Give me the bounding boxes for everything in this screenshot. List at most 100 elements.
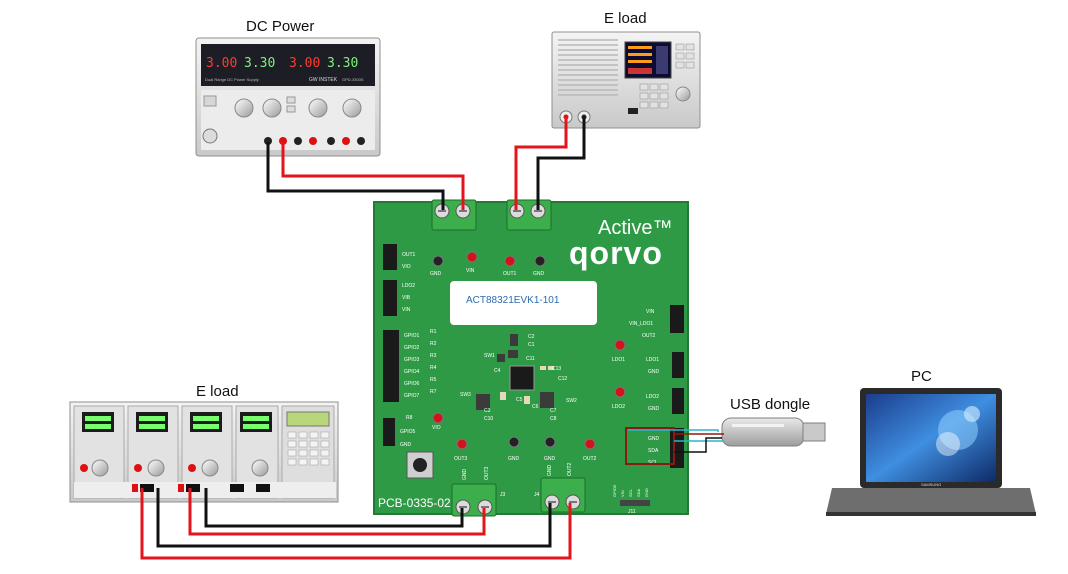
pc-laptop: SAMSUNG: [826, 388, 1036, 516]
wire-eload-top-black: [536, 117, 586, 210]
i2c-usb-link: [625, 427, 724, 465]
j3-label: J3: [500, 492, 506, 498]
pc-label: PC: [911, 368, 932, 385]
bottom-test-points: OUT3 GND GND OUT2: [454, 436, 597, 462]
gpio-res-3: R3: [430, 353, 437, 359]
gpio5-header: R8 GPIO5 GND: [383, 415, 416, 448]
top-test-points: GND VIN OUT1 GND: [430, 251, 546, 277]
left-hdr-vib: VIB: [402, 295, 411, 301]
left-hdr-vin: VIN: [402, 307, 411, 313]
gpio-label-3: GPIO3: [404, 357, 420, 363]
cap-c3: C3: [484, 408, 491, 414]
right-header-vin: VIN VIN_LDO1 OUT2: [629, 305, 684, 339]
wire-dc-red: [281, 142, 465, 210]
tp-gnd-4: GND: [544, 456, 556, 462]
j4-label: J4: [534, 492, 540, 498]
wire-out3-red: [188, 488, 486, 536]
power-display-1: 3.00: [206, 56, 237, 71]
tp-gnd-3: GND: [508, 456, 520, 462]
ldo2-hdr-gnd: GND: [648, 406, 660, 412]
input-terminal-block: [431, 199, 477, 231]
gpio-label-7: GPIO7: [404, 393, 420, 399]
wires: [140, 117, 586, 560]
tp-vio: VIO: [432, 425, 441, 431]
switch-1: SW1: [484, 353, 495, 359]
j11-pin-sda: SDA: [636, 488, 641, 497]
gpio5-gnd-label: GND: [400, 442, 412, 448]
i2c-gnd: GND: [648, 436, 660, 442]
i2c-sda: SDA: [648, 448, 659, 454]
gpio-res-7: R7: [430, 389, 437, 395]
power-model: GPD-3303S: [342, 77, 364, 82]
gpio-label-1: GPIO1: [404, 333, 420, 339]
cap-c10: C10: [484, 416, 493, 422]
j11-pin-vin: VIN: [620, 490, 625, 497]
cap-c11: C11: [526, 356, 535, 362]
j3-pin-gnd: GND: [462, 469, 468, 481]
ldo1-header: LDO1 GND: [646, 352, 684, 378]
left-header-top: OUT1 VIO: [383, 244, 416, 270]
wire-out2-black: [156, 488, 552, 548]
wire-dc-black: [266, 142, 445, 210]
cap-c13: C13: [552, 366, 561, 372]
ldo2-hdr-ldo2: LDO2: [646, 394, 659, 400]
ldo2-header: LDO2 GND: [646, 388, 684, 414]
gpio-header: GPIO1 GPIO2 GPIO3 GPIO4 GPIO6 GPIO7 R1 R…: [383, 329, 437, 402]
switch-3: SW3: [460, 392, 471, 398]
cap-c4: C4: [494, 368, 501, 374]
j11-pin-gpio5: GPIO5: [612, 484, 617, 497]
board-product-tag: Active™: [598, 217, 672, 239]
cap-c2: C2: [528, 334, 535, 340]
cap-c8: C8: [550, 416, 557, 422]
gpio-res-4: R4: [430, 365, 437, 371]
cap-c12: C12: [558, 376, 567, 382]
left-hdr-ldo2: LDO2: [402, 283, 415, 289]
cap-c7: C7: [550, 408, 557, 414]
left-hdr-out1: OUT1: [402, 252, 416, 258]
tp-out1: OUT1: [503, 271, 517, 277]
power-display-3: 3.00: [289, 56, 320, 71]
cap-c5: C5: [516, 397, 523, 403]
center-components: C2 C1 C11 C13 C12 C4 C5 C3 C6 C7 C10 C8: [476, 334, 567, 422]
wire-i2c-black: [674, 437, 722, 453]
power-panel-text: Dual Range DC Power Supply: [205, 77, 259, 82]
ldo1-hdr-gnd: GND: [648, 369, 660, 375]
e-load-top-label: E load: [604, 10, 647, 27]
board-part-number: ACT88321EVK1-101: [466, 295, 560, 306]
ldo1-hdr-ldo1: LDO1: [646, 357, 659, 363]
left-header-mid: LDO2 VIB VIN: [383, 280, 415, 316]
right-hdr-vin-ldo1: VIN_LDO1: [629, 321, 653, 327]
board-brand-logo: qorvo: [569, 235, 663, 271]
gpio-res-5: R5: [430, 377, 437, 383]
gpio-label-6: GPIO6: [404, 381, 420, 387]
gpio-label-4: GPIO4: [404, 369, 420, 375]
wire-eload-top-red: [514, 117, 568, 210]
e-load-left: [69, 401, 339, 503]
gpio-res-2: R2: [430, 341, 437, 347]
cap-c6: C6: [532, 404, 539, 410]
left-hdr-vio: VIO: [402, 264, 411, 270]
tp-ldo2: LDO2: [612, 404, 625, 410]
gpio-label-2: GPIO2: [404, 345, 420, 351]
usb-dongle: [721, 417, 826, 447]
out1-terminal-block: [506, 199, 552, 231]
dc-power-label: DC Power: [246, 18, 315, 35]
power-display-4: 3.30: [327, 56, 358, 71]
right-hdr-out2: OUT2: [642, 333, 656, 339]
tp-out2: OUT2: [583, 456, 597, 462]
j11-pin-scl: SCL: [628, 488, 633, 497]
tp-ldo1: LDO1: [612, 357, 625, 363]
usb-dongle-label: USB dongle: [730, 396, 811, 413]
right-hdr-vin: VIN: [646, 309, 655, 315]
tp-gnd-1: GND: [430, 271, 442, 277]
gpio5-label: GPIO5: [400, 429, 416, 435]
j4-pin-out2: OUT2: [567, 462, 573, 476]
j11-label: J11: [628, 509, 636, 515]
e-load-left-label: E load: [196, 383, 239, 400]
j11-pin-gnd: GND: [644, 488, 649, 497]
gpio-res-1: R1: [430, 329, 437, 335]
power-brand: GW INSTEK: [309, 77, 338, 83]
j11-connector: GPIO5 VIN SCL SDA GND J11: [612, 484, 650, 515]
switch-2: SW2: [566, 398, 577, 404]
cap-c1: C1: [528, 342, 535, 348]
